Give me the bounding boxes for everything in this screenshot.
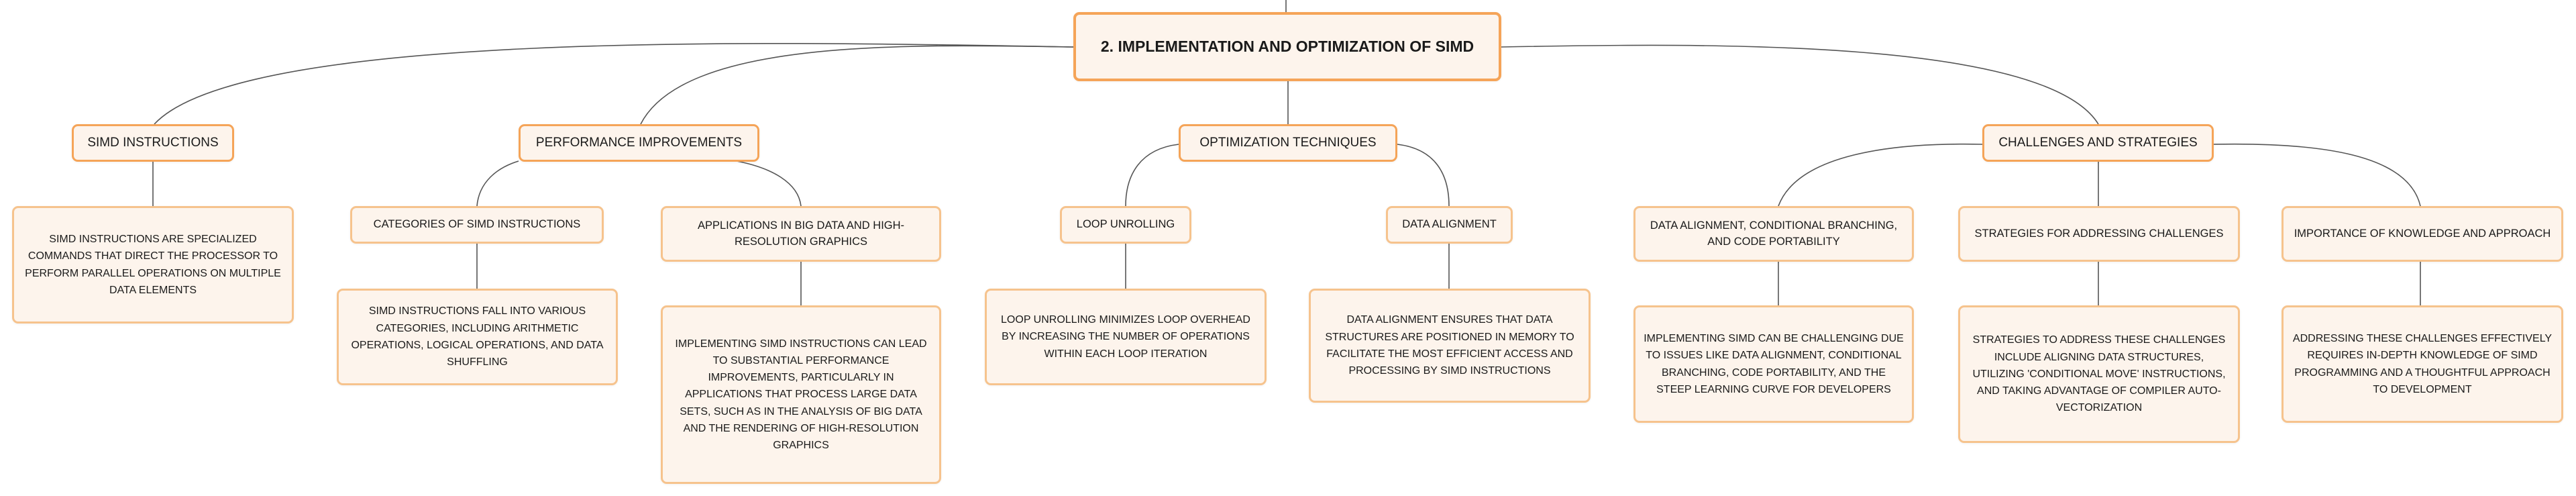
branch-challenges-and-strategies[interactable]: CHALLENGES AND STRATEGIES: [1982, 124, 2214, 162]
loop-unrolling-detail[interactable]: LOOP UNROLLING MINIMIZES LOOP OVERHEAD B…: [985, 289, 1267, 385]
topic-applications-big-data-graphics[interactable]: APPLICATIONS IN BIG DATA AND HIGH-RESOLU…: [661, 206, 941, 262]
simd-instructions-definition[interactable]: SIMD INSTRUCTIONS ARE SPECIALIZED COMMAN…: [12, 206, 294, 324]
edge-opt-to-alignment: [1397, 144, 1450, 207]
edge-root-simd-instructions: [154, 43, 1074, 125]
edge-perf-to-applications: [736, 160, 802, 207]
data-alignment-detail[interactable]: DATA ALIGNMENT ENSURES THAT DATA STRUCTU…: [1309, 289, 1591, 403]
edge-challenges-to-importance: [2213, 143, 2421, 207]
importance-detail[interactable]: ADDRESSING THESE CHALLENGES EFFECTIVELY …: [2282, 305, 2563, 423]
edge-root-challenges: [1501, 44, 2099, 125]
edge-opt-to-loop: [1125, 144, 1179, 207]
root-topic[interactable]: 2. IMPLEMENTATION AND OPTIMIZATION OF SI…: [1073, 12, 1501, 81]
topic-alignment-branching-portability[interactable]: DATA ALIGNMENT, CONDITIONAL BRANCHING, A…: [1633, 206, 1914, 262]
topic-data-alignment[interactable]: DATA ALIGNMENT: [1386, 206, 1513, 244]
topic-loop-unrolling[interactable]: LOOP UNROLLING: [1060, 206, 1191, 244]
categories-detail[interactable]: SIMD INSTRUCTIONS FALL INTO VARIOUS CATE…: [337, 289, 618, 385]
topic-strategies-for-addressing-challenges[interactable]: STRATEGIES FOR ADDRESSING CHALLENGES: [1958, 206, 2240, 262]
branch-performance-improvements[interactable]: PERFORMANCE IMPROVEMENTS: [519, 124, 759, 162]
alignment-branching-portability-detail[interactable]: IMPLEMENTING SIMD CAN BE CHALLENGING DUE…: [1633, 305, 1914, 423]
edge-root-performance: [640, 45, 1074, 125]
strategies-detail[interactable]: STRATEGIES TO ADDRESS THESE CHALLENGES I…: [1958, 305, 2240, 443]
branch-simd-instructions[interactable]: SIMD INSTRUCTIONS: [72, 124, 234, 162]
edge-perf-to-categories: [476, 160, 519, 207]
branch-optimization-techniques[interactable]: OPTIMIZATION TECHNIQUES: [1179, 124, 1397, 162]
applications-detail[interactable]: IMPLEMENTING SIMD INSTRUCTIONS CAN LEAD …: [661, 305, 941, 484]
topic-categories-of-simd-instructions[interactable]: CATEGORIES OF SIMD INSTRUCTIONS: [350, 206, 604, 244]
topic-importance-of-knowledge-and-approach[interactable]: IMPORTANCE OF KNOWLEDGE AND APPROACH: [2282, 206, 2563, 262]
edge-challenges-to-portability: [1778, 143, 1983, 207]
